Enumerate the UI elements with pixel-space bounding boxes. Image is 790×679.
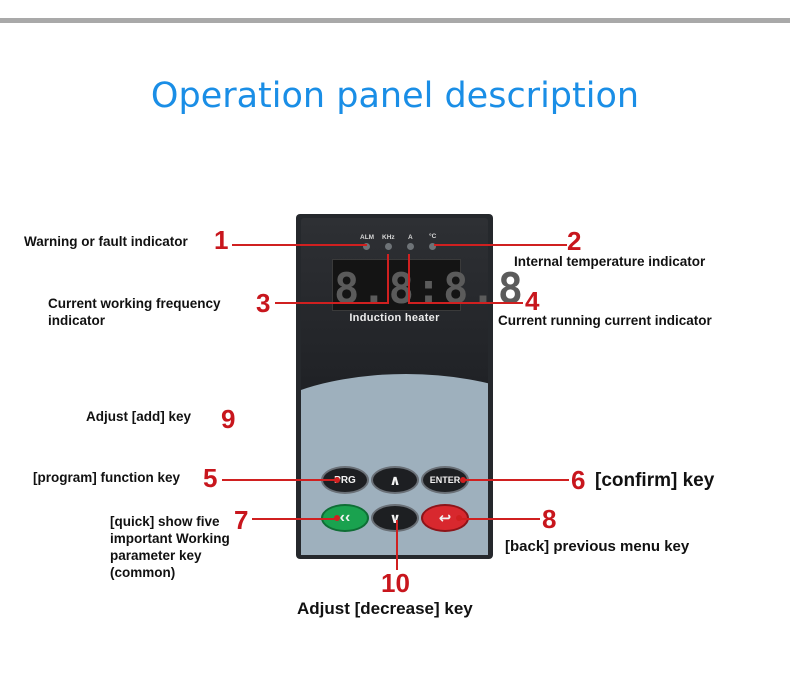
callout-7-dot [334, 515, 340, 521]
frequency-led [385, 243, 392, 250]
operation-panel: ALM KHz A °C 8.8:8.8 Induction heater PR… [296, 214, 523, 559]
callout-7-label: [quick] show five important Working para… [110, 514, 230, 580]
led-label-a: A [408, 234, 413, 241]
callout-4-line [408, 302, 523, 304]
callout-10-label: Adjust [decrease] key [297, 599, 473, 618]
led-label-temp: °C [429, 233, 437, 240]
callout-3-label: Current working frequency indicator [48, 296, 221, 328]
temperature-led [429, 243, 436, 250]
callout-9-number: 9 [221, 404, 236, 434]
callout-3-vline [387, 254, 389, 303]
callout-1-number: 1 [214, 225, 229, 255]
callout-10-number: 10 [381, 568, 410, 598]
callout-5-line [222, 479, 338, 481]
up-key[interactable]: ∧ [371, 466, 419, 494]
page-title: Operation panel description [150, 76, 640, 116]
down-key[interactable]: ∨ [371, 504, 419, 532]
display-digits: 8.8:8.8 [334, 264, 526, 313]
callout-4-number: 4 [525, 286, 540, 316]
callout-8-label: [back] previous menu key [505, 538, 690, 555]
callout-1-label: Warning or fault indicator [24, 234, 188, 249]
callout-6-label: [confirm] key [595, 470, 715, 491]
alarm-led [363, 243, 370, 250]
callout-5-dot [334, 477, 340, 483]
callout-3-number: 3 [256, 288, 271, 318]
callout-6-line [463, 479, 569, 481]
callout-8-line [460, 518, 540, 520]
callout-7-line [252, 518, 338, 520]
callout-5-label: [program] function key [33, 470, 181, 485]
callout-5-number: 5 [203, 463, 218, 493]
callout-2-label: Internal temperature indicator [514, 254, 706, 269]
callout-2-number: 2 [567, 226, 582, 256]
callout-8-dot [456, 515, 462, 521]
callout-1-line [232, 244, 367, 246]
led-label-alm: ALM [360, 234, 375, 241]
panel-curve [301, 354, 488, 414]
prg-key[interactable]: PRG [321, 466, 369, 494]
callout-7-number: 7 [234, 505, 249, 535]
callout-9-label: Adjust [add] key [86, 409, 192, 424]
callout-6-number: 6 [571, 465, 586, 495]
callout-2-line [434, 244, 567, 246]
current-led [407, 243, 414, 250]
callout-4-vline [408, 254, 410, 303]
callout-4-label: Current running current indicator [498, 313, 712, 328]
callout-3-line [275, 302, 389, 304]
top-divider [0, 18, 790, 23]
callout-8-number: 8 [542, 504, 557, 534]
led-label-khz: KHz [382, 234, 395, 241]
model-label: Induction heater [349, 312, 440, 324]
callout-10-vline [396, 520, 398, 570]
